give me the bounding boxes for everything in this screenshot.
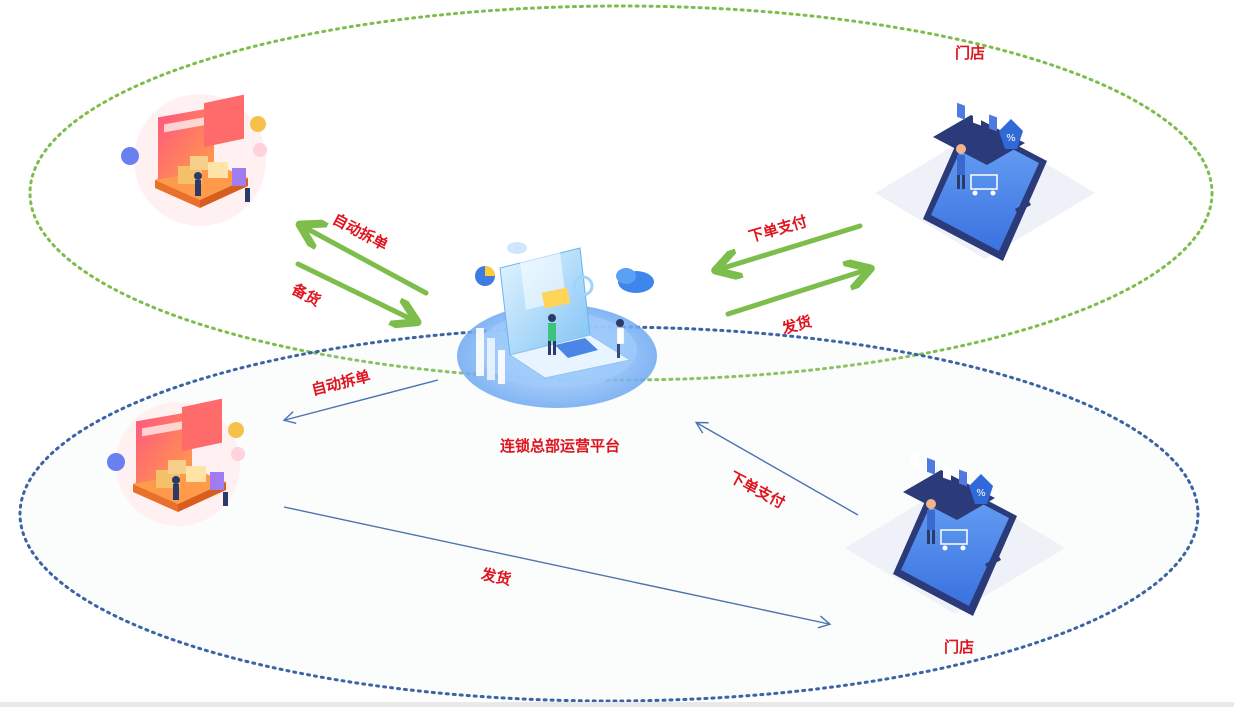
top-arrow-order: [720, 223, 863, 269]
top-arrow-ship: [725, 270, 866, 317]
top-arrow-split: [304, 227, 429, 296]
bottom-arrow-split: [282, 379, 439, 424]
bottom-arrow-order: [694, 421, 859, 516]
platform-label: 连锁总部运营平台: [500, 437, 621, 455]
top-store-icon: %: [875, 96, 1095, 261]
svg-text:%: %: [1006, 133, 1016, 144]
bottom-store-icon: %: [845, 451, 1065, 616]
svg-text:%: %: [976, 488, 986, 499]
top-store-label: 门店: [955, 44, 986, 62]
bottom-warehouse-icon: [107, 398, 245, 526]
bottom-arrow-ship: [283, 506, 832, 629]
top-arrow-prepare: [295, 261, 413, 320]
bottom-store-label: 门店: [944, 638, 975, 656]
top-warehouse-icon: [121, 94, 267, 226]
bottom-rule: [0, 702, 1234, 707]
platform-laptop-icon: [457, 242, 657, 408]
